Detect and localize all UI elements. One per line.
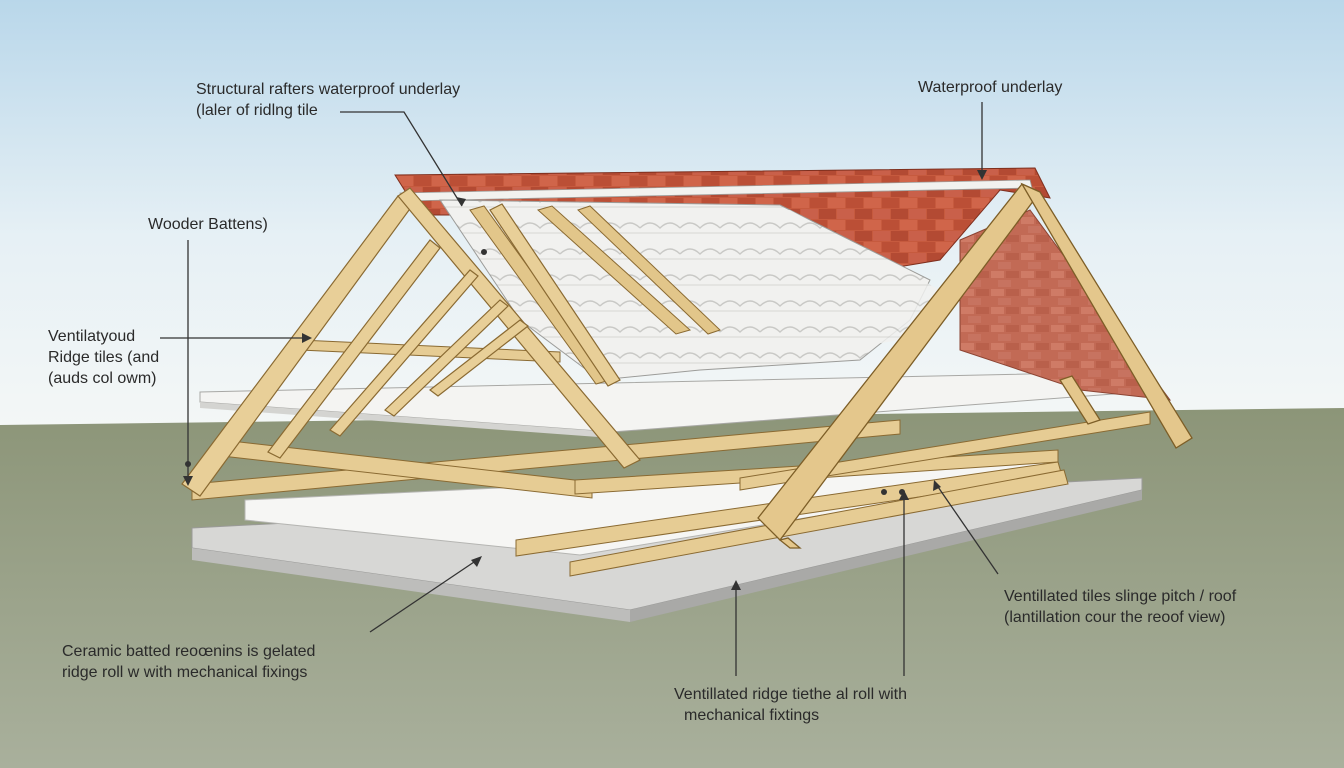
label-ventilated-ridge-line3: (auds col owm) <box>48 370 157 387</box>
label-waterproof-underlay-line1: Waterproof underlay <box>918 79 1063 96</box>
label-structural-rafters-line1: Structural rafters waterproof underlay <box>196 81 461 98</box>
label-waterproof-underlay: Waterproof underlay <box>918 77 1062 98</box>
leader-arrowheads <box>183 170 987 590</box>
label-ventilated-ridge: Ventilatyoud Ridge tiles (and (auds col … <box>48 326 159 389</box>
label-ventilated-ridge-line1: Ventilatyoud <box>48 328 136 345</box>
white-tile-rows <box>590 205 940 360</box>
right-truss <box>757 182 1193 549</box>
label-ventilated-ridge-line2: Ridge tiles (and <box>48 349 160 366</box>
label-ventilated-roll-line1: Ventillated ridge tiethe al roll with <box>674 686 908 703</box>
label-ventilated-tiles-line2: (lantillation cour the reoof view) <box>1004 609 1226 626</box>
label-ceramic: Ceramic batted reoœnins is gelated ridge… <box>62 641 315 683</box>
label-structural-rafters-line2: (laler of ridlng tile <box>196 102 318 119</box>
label-wooden-battens: Wooder Battens) <box>148 214 268 235</box>
label-ventilated-roll: Ventillated ridge tiethe al roll with me… <box>674 684 907 726</box>
label-wooden-battens-line1: Wooder Battens) <box>148 216 268 233</box>
label-ventilated-tiles-line1: Ventillated tiles slinge pitch / roof <box>1004 588 1237 605</box>
label-ceramic-line1: Ceramic batted reoœnins is gelated <box>62 643 316 660</box>
label-ceramic-line2: ridge roll w with mechanical fixings <box>62 664 308 681</box>
roof-battens <box>469 205 721 385</box>
label-ventilated-tiles: Ventillated tiles slinge pitch / roof (l… <box>1004 586 1236 628</box>
leader-lines <box>160 102 999 676</box>
label-ventilated-roll-line2: mechanical fixtings <box>684 707 820 724</box>
label-structural-rafters: Structural rafters waterproof underlay (… <box>196 79 460 121</box>
left-truss <box>181 187 641 497</box>
